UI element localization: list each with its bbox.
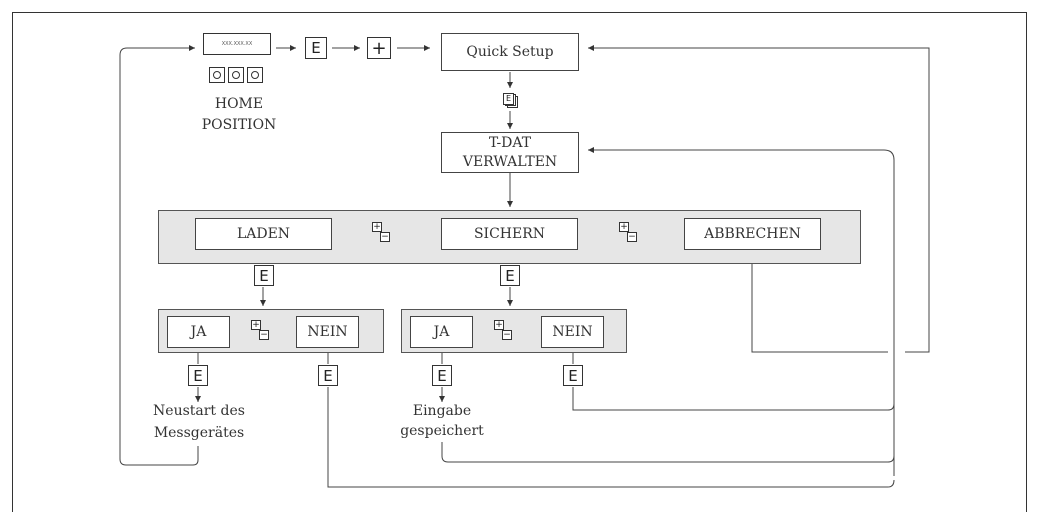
nein-label: NEIN	[552, 324, 593, 340]
tdat-verwalten-box: T-DAT VERWALTEN	[441, 132, 579, 173]
loop-to-tdat	[588, 147, 895, 476]
restart-label-line2: Messgerätes	[153, 425, 245, 441]
abbrechen-label: ABBRECHEN	[704, 226, 801, 242]
abbrechen-option: ABBRECHEN	[684, 218, 821, 250]
dial-icon	[247, 67, 263, 83]
quick-setup-label: Quick Setup	[466, 44, 554, 60]
loop-to-quicksetup	[588, 45, 930, 353]
enter-key: E	[254, 265, 274, 286]
sichern-nein-option: NEIN	[541, 316, 604, 348]
saved-label-line2: gespeichert	[400, 423, 484, 439]
plus-icon: +	[494, 320, 504, 330]
laden-nein-option: NEIN	[296, 316, 359, 348]
minus-icon: −	[259, 330, 269, 340]
sichern-ja-option: JA	[410, 316, 473, 348]
quick-setup-box: Quick Setup	[441, 33, 579, 71]
plus-minus-icon: + −	[619, 222, 639, 244]
home-label-line1: HOME	[214, 96, 264, 112]
diagram-frame	[12, 12, 1027, 512]
home-display: XXX.XXX.XX	[203, 33, 271, 55]
enter-key: E	[500, 265, 520, 286]
plus-key: +	[367, 37, 391, 59]
minus-icon: −	[627, 232, 637, 242]
tdat-label-line1: T-DAT	[488, 134, 532, 151]
enter-key: E	[305, 37, 327, 59]
enter-key: E	[563, 365, 583, 386]
enter-multiple-icon: E	[503, 93, 519, 109]
plus-icon: +	[619, 222, 629, 232]
dial-icon	[228, 67, 244, 83]
plus-icon: +	[372, 222, 382, 232]
enter-key: E	[432, 365, 452, 386]
dial-icon	[209, 67, 225, 83]
minus-icon: −	[380, 232, 390, 242]
loop-to-home	[119, 45, 199, 466]
restart-label-line1: Neustart des	[153, 403, 245, 419]
abbrechen-line	[751, 250, 888, 353]
laden-label: LADEN	[236, 226, 291, 242]
tdat-label-line2: VERWALTEN	[462, 153, 558, 170]
sichern-option: SICHERN	[441, 218, 578, 250]
home-display-text: XXX.XXX.XX	[221, 41, 253, 47]
enter-key: E	[318, 365, 338, 386]
plus-icon: +	[251, 320, 261, 330]
laden-ja-option: JA	[167, 316, 230, 348]
minus-icon: −	[502, 330, 512, 340]
enter-key: E	[188, 365, 208, 386]
home-label-line2: POSITION	[201, 117, 277, 133]
plus-minus-icon: + −	[251, 320, 271, 342]
laden-option: LADEN	[195, 218, 332, 250]
enter-icon: E	[503, 93, 514, 105]
ja-label: JA	[190, 324, 207, 340]
sichern-label: SICHERN	[473, 226, 546, 242]
plus-minus-icon: + −	[372, 222, 392, 244]
plus-minus-icon: + −	[494, 320, 514, 342]
saved-label-line1: Eingabe	[412, 403, 472, 419]
nein-label: NEIN	[307, 324, 348, 340]
ja-label: JA	[433, 324, 450, 340]
